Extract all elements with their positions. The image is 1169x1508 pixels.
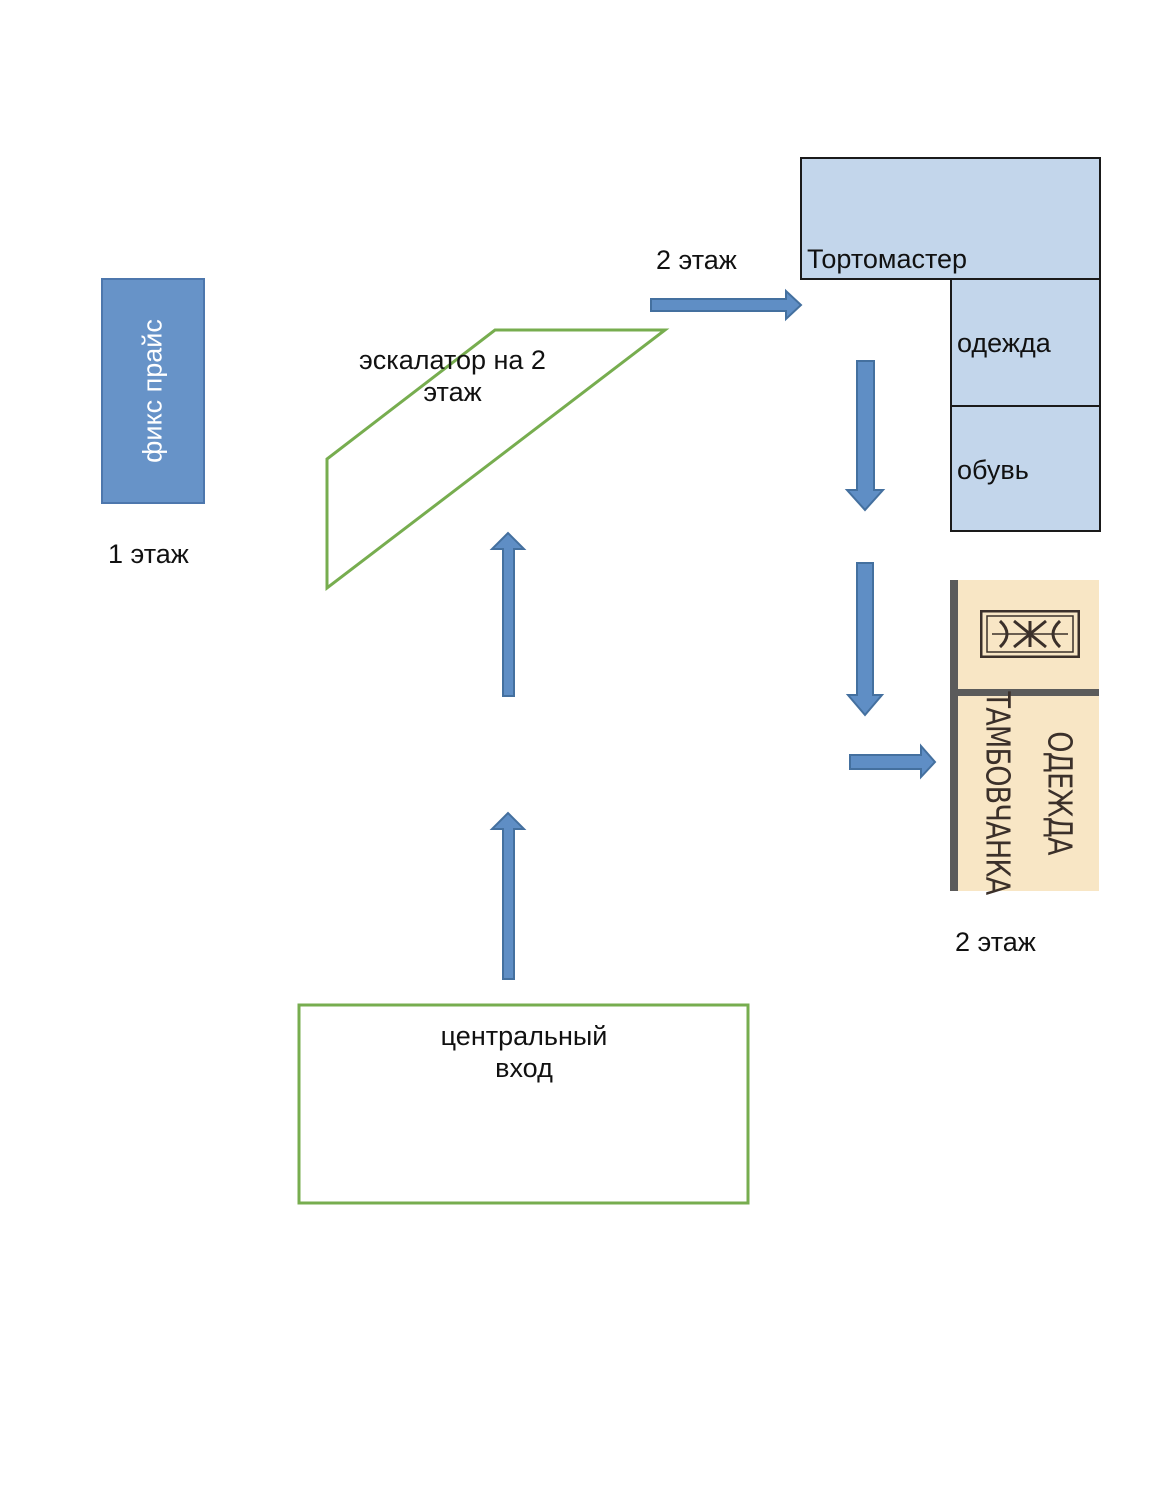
arrow-down-lower: [845, 562, 885, 717]
escalator-shape: [325, 328, 670, 592]
clothes-store: одежда: [950, 278, 1101, 407]
sign-line-1: ОДЕЖДА: [1040, 731, 1080, 855]
escalator-label: эскалатор на 2 этаж: [359, 345, 546, 408]
shoes-store: обувь: [950, 405, 1101, 532]
tortomaster-store: Тортомастер: [800, 157, 1101, 280]
floor-1-label: 1 этаж: [108, 539, 189, 569]
sign-left-bar: [950, 580, 958, 891]
arrow-to-tambovchanka: [849, 743, 937, 780]
shoes-label: обувь: [957, 455, 1029, 485]
sign-divider: [950, 689, 1099, 696]
tortomaster-label: Тортомастер: [807, 244, 968, 274]
floor-2-bottom-label: 2 этаж: [955, 927, 1036, 957]
floor-2-top-label: 2 этаж: [656, 245, 737, 275]
central-entrance-label: центральный вход: [440, 1021, 608, 1084]
arrow-to-escalator: [489, 531, 527, 697]
arrow-down-upper: [844, 360, 886, 512]
tambovchanka-logo-icon: [980, 610, 1080, 658]
fix-price-label: фикс прайс: [137, 319, 168, 463]
tambovchanka-sign: ОДЕЖДА ТАМБОВЧАНКА: [950, 580, 1099, 894]
central-entrance-box: [297, 1003, 750, 1205]
clothes-label: одежда: [957, 328, 1051, 358]
arrow-from-entrance: [489, 811, 527, 980]
fix-price-store: фикс прайс: [101, 278, 205, 504]
sign-line-2: ТАМБОВЧАНКА: [978, 691, 1018, 895]
arrow-to-tortomaster: [650, 288, 803, 322]
